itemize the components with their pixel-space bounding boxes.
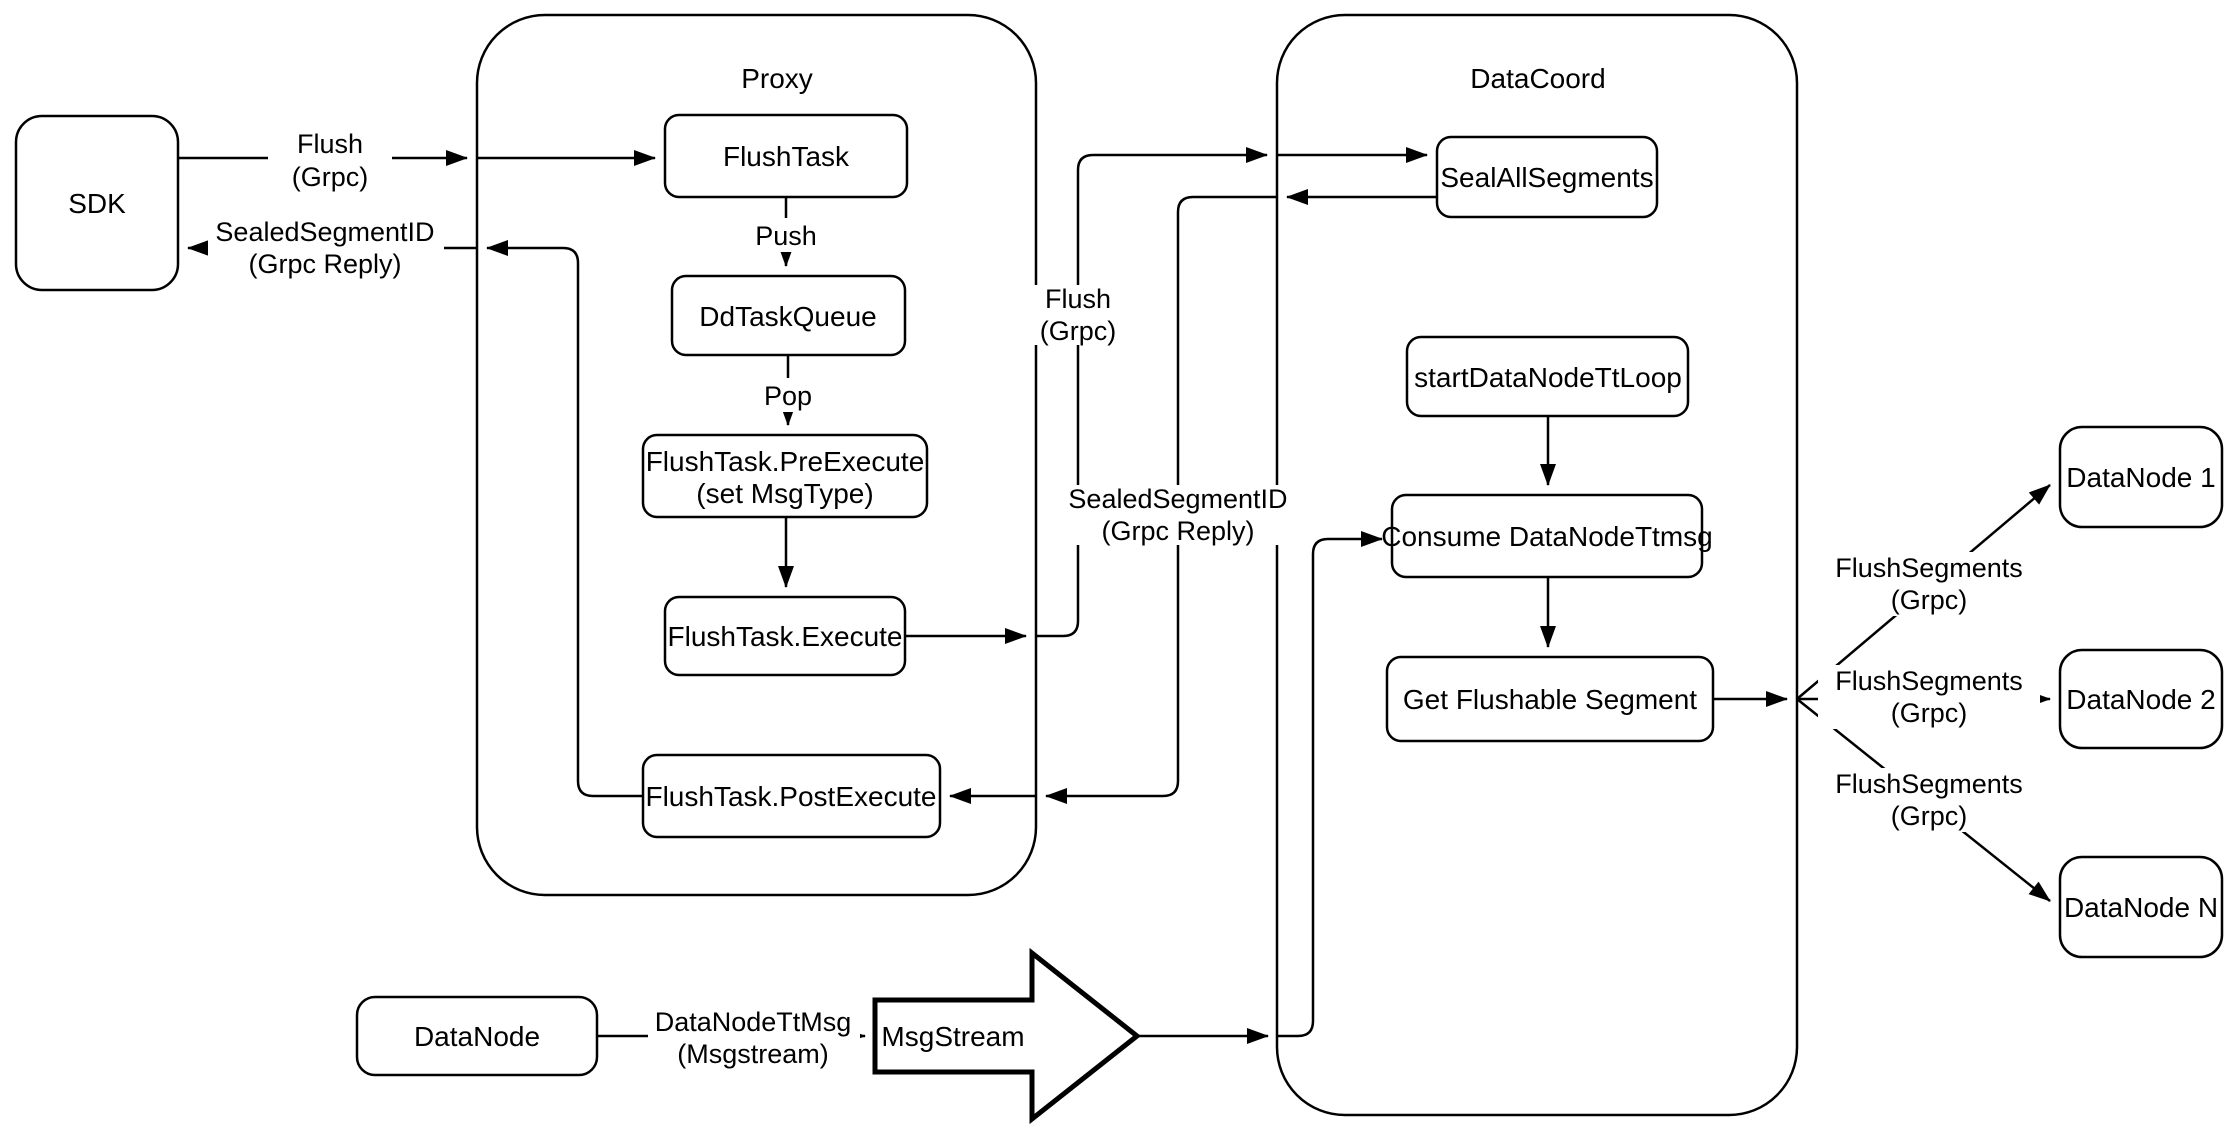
svg-text:MsgStream: MsgStream	[881, 1021, 1024, 1052]
svg-text:startDataNodeTtLoop: startDataNodeTtLoop	[1414, 362, 1682, 393]
node-flushtask: FlushTask	[663, 113, 909, 199]
proxy-container-title: Proxy	[741, 63, 813, 94]
svg-text:SealAllSegments: SealAllSegments	[1440, 162, 1653, 193]
datacoord-container	[1275, 13, 1799, 1117]
msgstream-block-arrow-shape	[872, 947, 1142, 1125]
edge-datacoord-to-consume	[1278, 531, 1383, 1038]
datacoord-container-title: DataCoord	[1470, 63, 1605, 94]
edge-label-flushsegments-3: FlushSegments (Grpc)	[1818, 768, 2040, 832]
edge-label-datanodettmsg: DataNodeTtMsg (Msgstream)	[648, 1007, 860, 1069]
node-sealallsegments: SealAllSegments	[1435, 135, 1659, 219]
node-flushtask-postexecute: FlushTask.PostExecute	[641, 753, 942, 839]
svg-text:FlushSegments: FlushSegments	[1835, 666, 2023, 696]
node-flushtask-preexecute: FlushTask.PreExecute (set MsgType)	[641, 433, 929, 519]
svg-text:Consume DataNodeTtmsg: Consume DataNodeTtmsg	[1381, 521, 1712, 552]
svg-text:DdTaskQueue: DdTaskQueue	[699, 301, 876, 332]
svg-text:DataNode 1: DataNode 1	[2066, 462, 2215, 493]
svg-text:DataNode N: DataNode N	[2064, 892, 2218, 923]
edge-label-flushsegments-2: FlushSegments (Grpc)	[1818, 665, 2040, 729]
svg-text:Pop: Pop	[764, 381, 812, 411]
svg-text:FlushSegments: FlushSegments	[1835, 769, 2023, 799]
svg-text:(Grpc Reply): (Grpc Reply)	[1101, 516, 1254, 546]
svg-text:(Msgstream): (Msgstream)	[677, 1039, 829, 1069]
svg-text:SealedSegmentID: SealedSegmentID	[1068, 484, 1287, 514]
svg-text:DataNodeTtMsg: DataNodeTtMsg	[655, 1007, 852, 1037]
svg-text:(Grpc Reply): (Grpc Reply)	[248, 249, 401, 279]
svg-text:(set MsgType): (set MsgType)	[696, 478, 873, 509]
edge-proxy-to-datacoord-flush	[1036, 147, 1268, 638]
svg-text:FlushTask: FlushTask	[723, 141, 850, 172]
node-ddtaskqueue: DdTaskQueue	[670, 274, 907, 357]
svg-text:FlushTask.PreExecute: FlushTask.PreExecute	[646, 446, 925, 477]
node-datanode-n: DataNode N	[2058, 855, 2224, 959]
svg-text:Flush: Flush	[1045, 284, 1111, 314]
edge-label-push: Push	[747, 218, 825, 252]
node-datanode-2: DataNode 2	[2058, 648, 2224, 750]
svg-text:Flush: Flush	[297, 129, 363, 159]
svg-text:Get Flushable Segment: Get Flushable Segment	[1403, 684, 1697, 715]
edge-label-datacoord-flush: Flush (Grpc)	[1016, 284, 1140, 346]
svg-text:(Grpc): (Grpc)	[1891, 585, 1968, 615]
svg-text:SealedSegmentID: SealedSegmentID	[215, 217, 434, 247]
svg-text:(Grpc): (Grpc)	[292, 162, 369, 192]
svg-text:DataNode 2: DataNode 2	[2066, 684, 2215, 715]
edge-label-sdk-flush: Flush (Grpc)	[268, 129, 392, 192]
edge-label-pop: Pop	[752, 378, 824, 412]
edge-label-flushsegments-1: FlushSegments (Grpc)	[1818, 552, 2040, 616]
svg-text:FlushTask.Execute: FlushTask.Execute	[668, 621, 903, 652]
node-msgstream: MsgStream	[872, 947, 1142, 1125]
node-flushtask-execute: FlushTask.Execute	[663, 595, 907, 677]
svg-text:SDK: SDK	[68, 188, 126, 219]
edge-postexecute-to-proxy-edge	[486, 240, 643, 798]
svg-text:FlushSegments: FlushSegments	[1835, 553, 2023, 583]
svg-text:Push: Push	[755, 221, 817, 251]
node-startdatanodettloop: startDataNodeTtLoop	[1405, 335, 1690, 418]
edge-label-sdk-reply: SealedSegmentID (Grpc Reply)	[208, 217, 444, 279]
svg-text:DataNode: DataNode	[414, 1021, 540, 1052]
node-datanode-1: DataNode 1	[2058, 425, 2224, 529]
svg-text:(Grpc): (Grpc)	[1891, 698, 1968, 728]
node-get-flushable-segment: Get Flushable Segment	[1385, 655, 1715, 743]
node-consume-datanodettmsg: Consume DataNodeTtmsg	[1381, 493, 1713, 579]
proxy-container	[475, 13, 1038, 897]
svg-text:(Grpc): (Grpc)	[1891, 801, 1968, 831]
node-datanode: DataNode	[355, 995, 599, 1077]
node-sdk: SDK	[14, 114, 180, 292]
edge-label-datacoord-reply: SealedSegmentID (Grpc Reply)	[1060, 484, 1296, 546]
svg-text:(Grpc): (Grpc)	[1040, 316, 1117, 346]
svg-text:FlushTask.PostExecute: FlushTask.PostExecute	[645, 781, 936, 812]
